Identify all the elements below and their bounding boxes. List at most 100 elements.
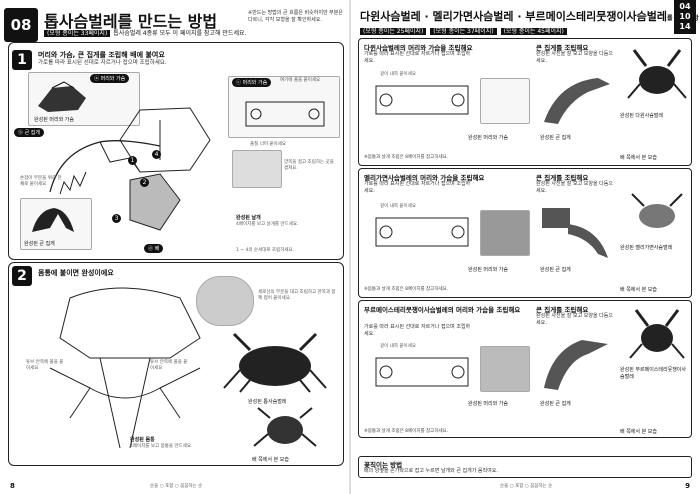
paper-badge-2: (모형 종이는 37페이지) xyxy=(430,28,497,35)
right-page: 다윈사슴벌레 · 멜리가면사슴벌레 · 부르메이스테리뭇쟁이사슴벌레를 만드는 … xyxy=(350,0,700,494)
step1-desc: 가로를 따라 표시된 선대로 자르거나 접으며 조립하세요. xyxy=(38,60,167,66)
panel3-hint: 겉이 내쪽 붙이세요 xyxy=(380,344,416,349)
step2-frame xyxy=(8,262,344,466)
belly-view-illustration xyxy=(253,407,317,447)
page-number-right: 9 xyxy=(685,482,690,490)
panel1-title: 다윈사슴벌레의 머리와 가슴을 조립해요 xyxy=(364,44,473,52)
panel2-cap1: 완성된 머리와 가슴 xyxy=(468,267,508,273)
subtitle-text: 톱사슴벌레 4종류 모두 이 페이지를 참고해 만드세요. xyxy=(113,30,247,37)
panel1-head-photo xyxy=(480,78,530,124)
cap-body-desc: 4페이지를 보고 몸통을 만드세요. xyxy=(130,444,193,449)
page-spine xyxy=(349,0,351,494)
jaw-outline xyxy=(49,140,161,195)
panel2-desc: 가로를 따라 표시된 선대로 자르거나 접으며 조립하세요. xyxy=(364,181,471,194)
cap-done-jaw: 완성된 큰 집게 xyxy=(24,241,55,247)
panel3-desc: 가로를 따라 표시된 선대로 자르거나 접으며 조립하세요. xyxy=(364,324,471,337)
panel1-jaw-illustration xyxy=(544,78,610,124)
right-title-main: 다윈사슴벌레 · 멜리가면사슴벌레 · 부르메이스테리뭇쟁이사슴벌레 xyxy=(360,10,668,23)
cap-belly-view: 배 쪽에서 본 모습 xyxy=(252,457,289,463)
page-subtitle: (모형 종이는 33페이지)톱사슴벌레 4종류 모두 이 페이지를 참고해 만드… xyxy=(44,28,246,37)
hint-vertical-line: 세로선의 부분을 대고 조립하고 한쪽과 함께 접어 붙이세요. xyxy=(258,290,336,301)
order-marker-3: 3 xyxy=(112,214,121,223)
panel1-title2: 큰 집게를 조립해요 xyxy=(536,44,589,52)
panel3-head-photo xyxy=(480,346,530,392)
panel-darwin xyxy=(358,38,692,166)
panel3-note: ※몸통과 날개 조립은 8페이지를 참고하세요. xyxy=(364,429,449,434)
glue-photo-box xyxy=(196,276,254,326)
final-assembly-illustration xyxy=(49,287,201,449)
cap-order: 1 ~ 4의 순서대로 조립하세요. xyxy=(236,248,295,253)
panel2-note: ※몸통과 날개 조립은 8페이지를 참고하세요. xyxy=(364,287,449,292)
panel3-cap1: 완성된 머리와 가슴 xyxy=(468,401,508,407)
tip-text: 배의 양옆을 손가락으로 잡고 누르면 날개와 큰 집게가 움직여요. xyxy=(364,468,498,474)
fold-photo-box xyxy=(232,150,282,188)
panel2-flat-illustration xyxy=(375,217,469,247)
tag-head-chest-2: ⓒ 머리와 가슴 xyxy=(232,78,272,87)
footer-left: 순을 ○ 포함 ○ 꼼꼼하는 순 xyxy=(150,484,203,489)
panel3-title: 부르메이스테리뭇쟁이사슴벌레의 머리와 가슴을 조립해요 xyxy=(364,306,521,314)
left-page: 08 톱사슴벌레를 만드는 방법 (모형 종이는 33페이지)톱사슴벌레 4종류… xyxy=(4,8,344,490)
panel-mellygamen xyxy=(358,168,692,298)
panel3-cap4: 배 쪽에서 본 모습 xyxy=(620,429,657,435)
hint-glue-here: 여기에 풀을 붙이세요 xyxy=(280,78,321,83)
step1-frame xyxy=(8,42,344,260)
cap-done-beetle: 완성된 톱사슴벌레 xyxy=(248,399,287,405)
cap-done-head-chest: 완성된 머리와 가슴 xyxy=(34,117,74,123)
panel3-jaw-illustration xyxy=(544,340,608,390)
panel2-hint: 겉이 내쪽 붙이세요 xyxy=(380,204,416,209)
section-number-badge: 08 xyxy=(4,8,38,42)
head-chest-flat-illustration xyxy=(245,101,325,127)
footer-right: 순을 ○ 포함 ○ 꼼꼼하는 순 xyxy=(500,484,553,489)
jaw-done-box xyxy=(20,198,92,250)
tag-big-jaw: ⓑ 큰 집게 xyxy=(14,128,44,137)
paper-badge-1: (모형 종이는 25페이지) xyxy=(360,28,427,35)
panel2-jaw-illustration xyxy=(542,208,608,258)
hint-tube-inside-2: 튜브 안쪽에 풀을 붙이세요 xyxy=(150,360,188,371)
panel1-cap1: 완성된 머리와 가슴 xyxy=(468,135,508,141)
done-jaw-illustration xyxy=(32,208,74,232)
date-badge: 04 10 14 xyxy=(674,0,696,34)
panel1-beetle-illustration xyxy=(627,49,687,99)
head-chest-illustration xyxy=(38,81,86,112)
panel-burmeisteri xyxy=(358,300,692,438)
panel1-flat-illustration xyxy=(375,85,469,115)
body-assembly-illustration xyxy=(119,107,211,231)
order-marker-2: 2 xyxy=(140,178,149,187)
panel2-cap2: 완성된 큰 집게 xyxy=(540,267,571,273)
tip-title: 꽂직이는 방법 xyxy=(364,461,403,469)
hint-glue-through: 풀칠 너머 붙이세요 xyxy=(250,142,286,147)
panel2-head-photo xyxy=(480,210,530,256)
tag-head-chest: ⓐ 머리와 가슴 xyxy=(90,74,130,83)
hint-fold-both: 양쪽을 접고 조립하는 곳을 겹쳐요. xyxy=(284,160,334,171)
panel2-cap3: 완성된 멜리가면사슴벌레 xyxy=(620,245,673,251)
hint-tube-inside-1: 튜브 안쪽에 풀을 붙이세요 xyxy=(26,360,64,371)
panel1-cap2: 완성된 큰 집게 xyxy=(540,135,571,141)
panel1-desc2: 완성된 사진을 잘 보고 모양을 다듬으세요. xyxy=(536,51,613,64)
order-marker-4: 4 xyxy=(152,150,161,159)
right-subtitle: (모형 종이는 25페이지)(모형 종이는 37페이지)(모형 종이는 45페이… xyxy=(360,26,571,35)
panel3-title2: 큰 집게를 조립해요 xyxy=(536,306,589,314)
step1-title: 머리와 가슴, 큰 집게를 조립해 배에 붙여요 xyxy=(38,51,165,59)
tip-box xyxy=(358,456,692,478)
panel2-title: 멜리가면사슴벌레의 머리와 가슴을 조립해요 xyxy=(364,174,485,182)
paper-page-badge: (모형 종이는 33페이지) xyxy=(44,30,111,37)
paper-badge-3: (모형 종이는 45페이지) xyxy=(500,28,567,35)
panel1-desc: 가로를 따라 표시된 선대로 자르거나 접으며 조립하세요. xyxy=(364,51,471,64)
page-title: 톱사슴벌레를 만드는 방법 xyxy=(44,12,218,31)
panel2-title2: 큰 집게를 조립해요 xyxy=(536,174,589,182)
panel1-cap4: 배 쪽에서 본 모습 xyxy=(620,155,657,161)
panel3-cap2: 완성된 큰 집게 xyxy=(540,401,571,407)
cap-done-wings: 완성된 날개 xyxy=(236,215,261,221)
cap-done-body: 완성된 몸통 xyxy=(130,437,155,443)
panel1-note: ※몸통과 날개 조립은 8페이지를 참고하세요. xyxy=(364,155,449,160)
panel3-desc2: 완성된 사진을 잘 보고 모양을 다듬으세요. xyxy=(536,313,613,326)
cap-wings-desc: 4페이지를 보고 날개를 만드세요. xyxy=(236,222,299,227)
panel3-flat-illustration xyxy=(375,357,469,387)
step2-title: 몸통에 붙이면 완성이에요 xyxy=(38,269,114,277)
panel1-cap3: 완성된 다윈사슴벌레 xyxy=(620,113,663,119)
step1-number: 1 xyxy=(12,50,32,70)
panel3-beetle-illustration xyxy=(629,309,685,359)
finished-beetle-illustration xyxy=(223,332,327,393)
panel2-beetle-illustration xyxy=(631,193,683,228)
step2-number: 2 xyxy=(12,266,32,286)
